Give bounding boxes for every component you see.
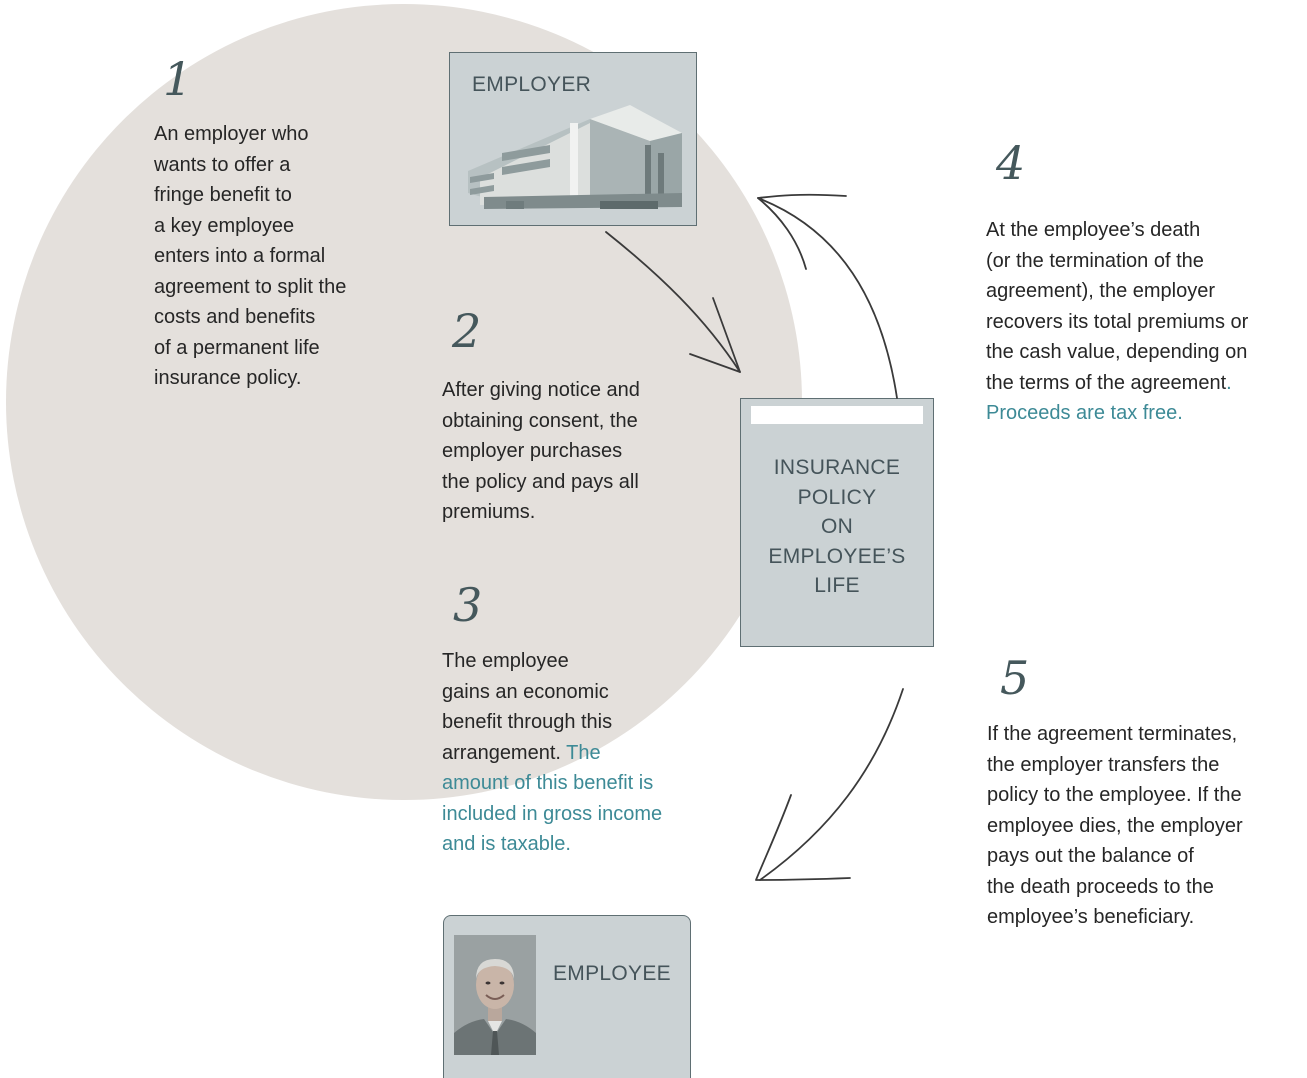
text-line: enters into a formal xyxy=(154,245,326,267)
text-line: policy to the employee. If the xyxy=(987,784,1242,806)
text-line: the cash value, depending on xyxy=(986,341,1248,363)
text-line: insurance policy. xyxy=(154,367,302,389)
employer-label: EMPLOYER xyxy=(472,73,592,96)
text-line: gains an economic xyxy=(442,680,609,703)
text-line: employee’s beneficiary. xyxy=(987,906,1195,928)
text-line: a key employee xyxy=(154,214,295,237)
highlight-segment: The xyxy=(566,741,601,764)
office-building-icon xyxy=(468,105,682,209)
text-line: (or the termination of the xyxy=(986,249,1204,272)
step-4-text: At the employee’s death (or the terminat… xyxy=(986,215,1248,429)
policy-label-strip xyxy=(751,406,923,424)
employee-box: EMPLOYEE xyxy=(443,915,691,1078)
step-number-5: 5 xyxy=(1000,651,1030,705)
employee-portrait xyxy=(454,935,536,1055)
text-line: fringe benefit to xyxy=(154,184,292,206)
text-line: benefit through this xyxy=(442,711,613,733)
text-line: The employee xyxy=(442,650,569,672)
text-line: An employer who xyxy=(154,123,309,145)
step-5-text: If the agreement terminates, the employe… xyxy=(987,719,1243,933)
step-3-text: The employee gains an economic benefit t… xyxy=(442,646,662,860)
text-line: arrangement. The xyxy=(442,738,662,769)
text-line: employer purchases xyxy=(442,440,623,462)
arrow-policy-to-employee-head xyxy=(755,794,851,881)
text-line: At the employee’s death xyxy=(986,219,1201,241)
policy-label: INSURANCE POLICY ON EMPLOYEE’S LIFE xyxy=(741,453,933,601)
step-1-text: An employer who wants to offer a fringe … xyxy=(154,119,346,394)
text-line: the policy and pays all xyxy=(442,470,639,493)
text-line: pays out the balance of xyxy=(987,845,1194,867)
text-line: agreement), the employer xyxy=(986,280,1216,302)
text-line: the employer transfers the xyxy=(987,753,1220,776)
text-line: premiums. xyxy=(442,501,536,523)
arrow-policy-to-employee xyxy=(759,688,904,881)
text-line: obtaining consent, the xyxy=(442,409,638,432)
text-line: recovers its total premiums or xyxy=(986,310,1249,333)
highlight-segment: . xyxy=(1226,371,1232,394)
arrow-policy-to-employer-head xyxy=(757,193,847,270)
text-segment: arrangement. xyxy=(442,741,561,764)
policy-label-line: POLICY xyxy=(797,485,877,509)
step-number-3: 3 xyxy=(453,578,483,632)
employee-label: EMPLOYEE xyxy=(553,962,671,985)
employer-box: EMPLOYER xyxy=(449,52,697,226)
insurance-policy-box: INSURANCE POLICY ON EMPLOYEE’S LIFE xyxy=(740,398,934,647)
text-line: agreement to split the xyxy=(154,275,347,298)
step-2-text: After giving notice and obtaining consen… xyxy=(442,375,640,528)
text-segment: the terms of the agreement xyxy=(986,371,1227,394)
policy-label-line: LIFE xyxy=(814,574,860,597)
text-line: If the agreement terminates, xyxy=(987,723,1238,745)
policy-label-line: EMPLOYEE’S xyxy=(768,544,906,568)
policy-label-line: ON xyxy=(820,515,854,538)
policy-label-line: INSURANCE xyxy=(773,456,901,479)
text-line: costs and benefits xyxy=(154,306,316,328)
step-number-4: 4 xyxy=(996,136,1026,190)
text-line: the death proceeds to the xyxy=(987,875,1214,898)
text-line: employee dies, the employer xyxy=(987,814,1243,837)
step-number-2: 2 xyxy=(452,304,482,358)
highlight-line: and is taxable. xyxy=(442,833,571,855)
text-line: After giving notice and xyxy=(442,379,640,401)
arrow-employer-to-policy xyxy=(605,231,741,373)
highlight-line: amount of this benefit is xyxy=(442,772,654,794)
arrow-employer-to-policy-head xyxy=(689,297,741,373)
text-line: wants to offer a xyxy=(154,153,291,176)
text-line: of a permanent life xyxy=(154,336,320,359)
arrow-policy-to-employer xyxy=(757,197,898,399)
highlight-line: included in gross income xyxy=(442,802,663,825)
text-line: the terms of the agreement. xyxy=(986,368,1248,399)
highlight-line: Proceeds are tax free. xyxy=(986,402,1183,424)
step-number-1: 1 xyxy=(163,52,193,106)
